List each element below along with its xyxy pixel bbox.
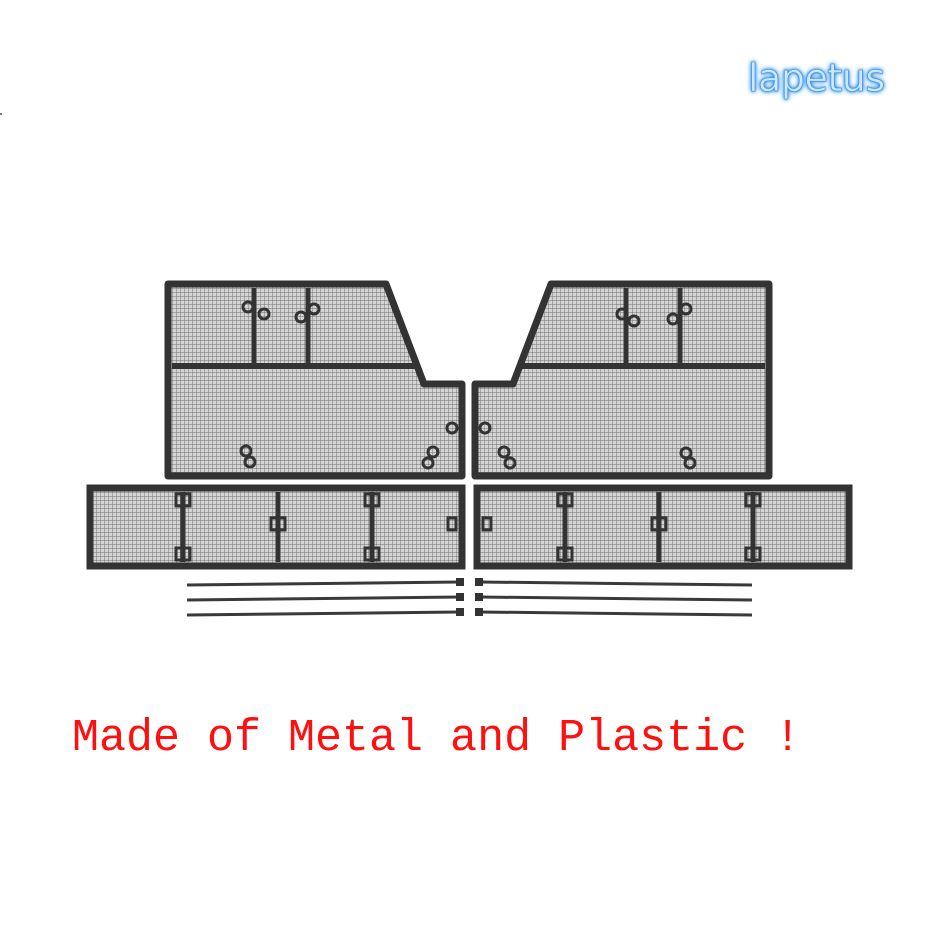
cable-ties-left [186, 578, 464, 617]
lower-right-grille-mesh [473, 484, 853, 570]
material-caption: Made of Metal and Plastic ! [72, 713, 802, 764]
lower-left-grille-mesh [86, 484, 466, 570]
cable-tie-4 [479, 580, 753, 587]
cable-tie-5 [479, 595, 753, 602]
cable-tie-2 [186, 595, 461, 602]
cable-tie-6 [479, 610, 753, 617]
upper-right-grille-mesh [471, 280, 773, 480]
upper-left-grille-mesh [164, 280, 466, 480]
cable-tie-3 [186, 610, 461, 617]
cable-tie-1 [186, 580, 461, 587]
brand-watermark: lapetus [748, 56, 886, 101]
stray-mark [0, 113, 2, 115]
cable-ties-right [475, 578, 753, 617]
